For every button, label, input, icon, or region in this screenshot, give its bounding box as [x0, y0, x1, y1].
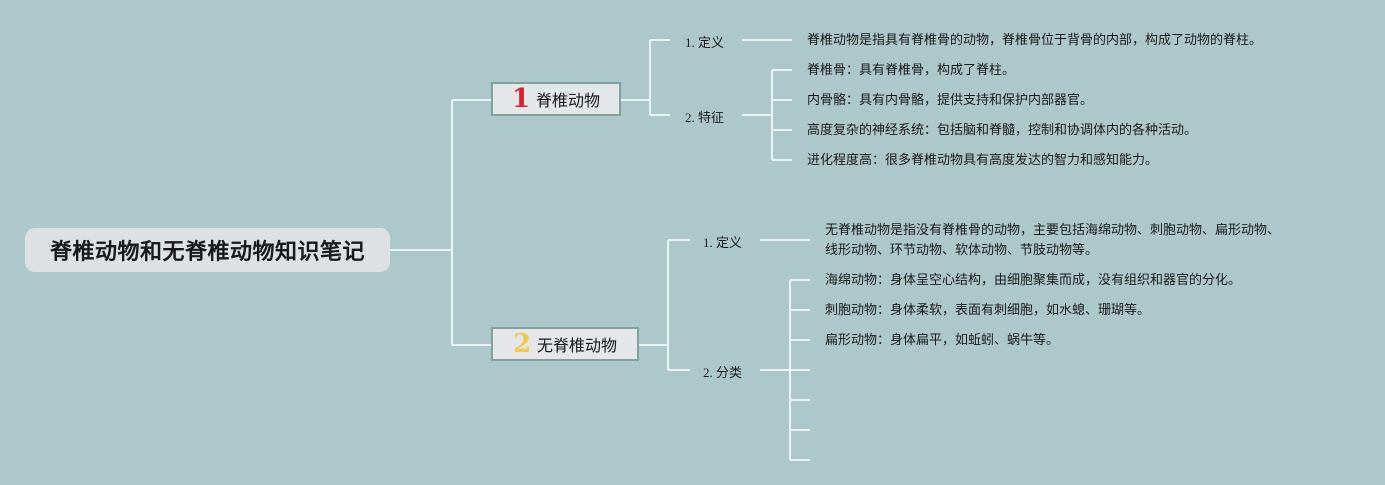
root-title: 脊椎动物和无脊椎动物知识笔记: [49, 240, 365, 265]
branch-number: 1: [511, 84, 531, 114]
leaf-definition-text: 线形动物、环节动物、软体动物、节肢动物等。: [825, 243, 1099, 258]
branch-vertebrates[interactable]: 1 脊椎动物: [491, 82, 621, 116]
subtopic-classification[interactable]: 2. 分类: [703, 365, 743, 380]
subtopic-definition[interactable]: 1. 定义: [703, 235, 743, 250]
leaf-definition-text: 脊椎动物是指具有脊椎骨的动物，脊椎骨位于背骨的内部，构成了动物的脊柱。: [807, 33, 1263, 48]
branch-number: 2: [512, 329, 532, 359]
subtopic-features[interactable]: 2. 特征: [685, 110, 725, 125]
leaf-feature: 高度复杂的神经系统：包括脑和脊髓，控制和协调体内的各种活动。: [807, 123, 1198, 138]
branch-label: 脊椎动物: [536, 91, 601, 110]
leaf-classification: 扁形动物：身体扁平，如蚯蚓、蜗牛等。: [825, 333, 1060, 348]
leaf-feature: 脊椎骨：具有脊椎骨，构成了脊柱。: [807, 63, 1016, 78]
subtopic-definition[interactable]: 1. 定义: [685, 35, 725, 50]
leaf-feature: 进化程度高：很多脊椎动物具有高度发达的智力和感知能力。: [807, 153, 1159, 168]
branch-label: 无脊椎动物: [537, 336, 618, 355]
leaf-classification: 海绵动物：身体呈空心结构，由细胞聚集而成，没有组织和器官的分化。: [825, 273, 1242, 288]
branch-invertebrates[interactable]: 2 无脊椎动物: [491, 327, 639, 361]
leaf-feature: 内骨骼：具有内骨骼，提供支持和保护内部器官。: [807, 93, 1094, 108]
leaf-definition-text: 无脊椎动物是指没有脊椎骨的动物，主要包括海绵动物、刺胞动物、扁形动物、: [825, 223, 1281, 238]
root-node[interactable]: 脊椎动物和无脊椎动物知识笔记: [25, 228, 390, 272]
leaf-classification: 刺胞动物：身体柔软，表面有刺细胞，如水螅、珊瑚等。: [825, 303, 1151, 318]
